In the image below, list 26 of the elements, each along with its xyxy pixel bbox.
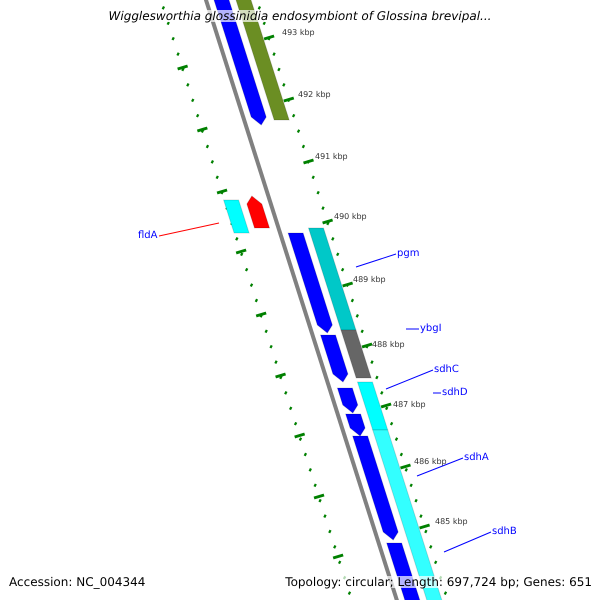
leader-line <box>158 222 220 236</box>
gene-label: sdhC <box>434 365 459 375</box>
gene-label: sdhB <box>492 527 517 537</box>
accession-text: Accession: NC_004344 <box>9 576 146 588</box>
summary-text: Topology: circular; Length: 697,724 bp; Genes: 651 <box>285 576 592 588</box>
gene-label: pgm <box>397 249 420 259</box>
scale-label: 490 kbp <box>334 213 367 221</box>
gene-label: sdhD <box>442 388 468 398</box>
leader-line <box>386 370 434 390</box>
leader-line <box>444 532 492 552</box>
scale-label: 487 kbp <box>393 401 426 409</box>
scale-label: 485 kbp <box>435 518 468 526</box>
map-title: Wigglesworthia glossinidia endosymbiont of Glossina brevipal... <box>108 10 492 22</box>
gene-label: fldA <box>138 231 158 241</box>
gene-label: sdhA <box>464 453 489 463</box>
leader-line <box>356 254 396 268</box>
leader-line <box>432 392 442 394</box>
scale-label: 489 kbp <box>353 276 386 284</box>
leader-line <box>406 328 420 330</box>
scale-label: 491 kbp <box>315 153 348 161</box>
gene-label: ybgI <box>420 324 442 334</box>
scale-label: 486 kbp <box>414 458 447 466</box>
scale-label: 492 kbp <box>298 91 331 99</box>
scale-label: 488 kbp <box>372 341 405 349</box>
scale-label: 493 kbp <box>282 29 315 37</box>
leader-line <box>416 458 464 476</box>
